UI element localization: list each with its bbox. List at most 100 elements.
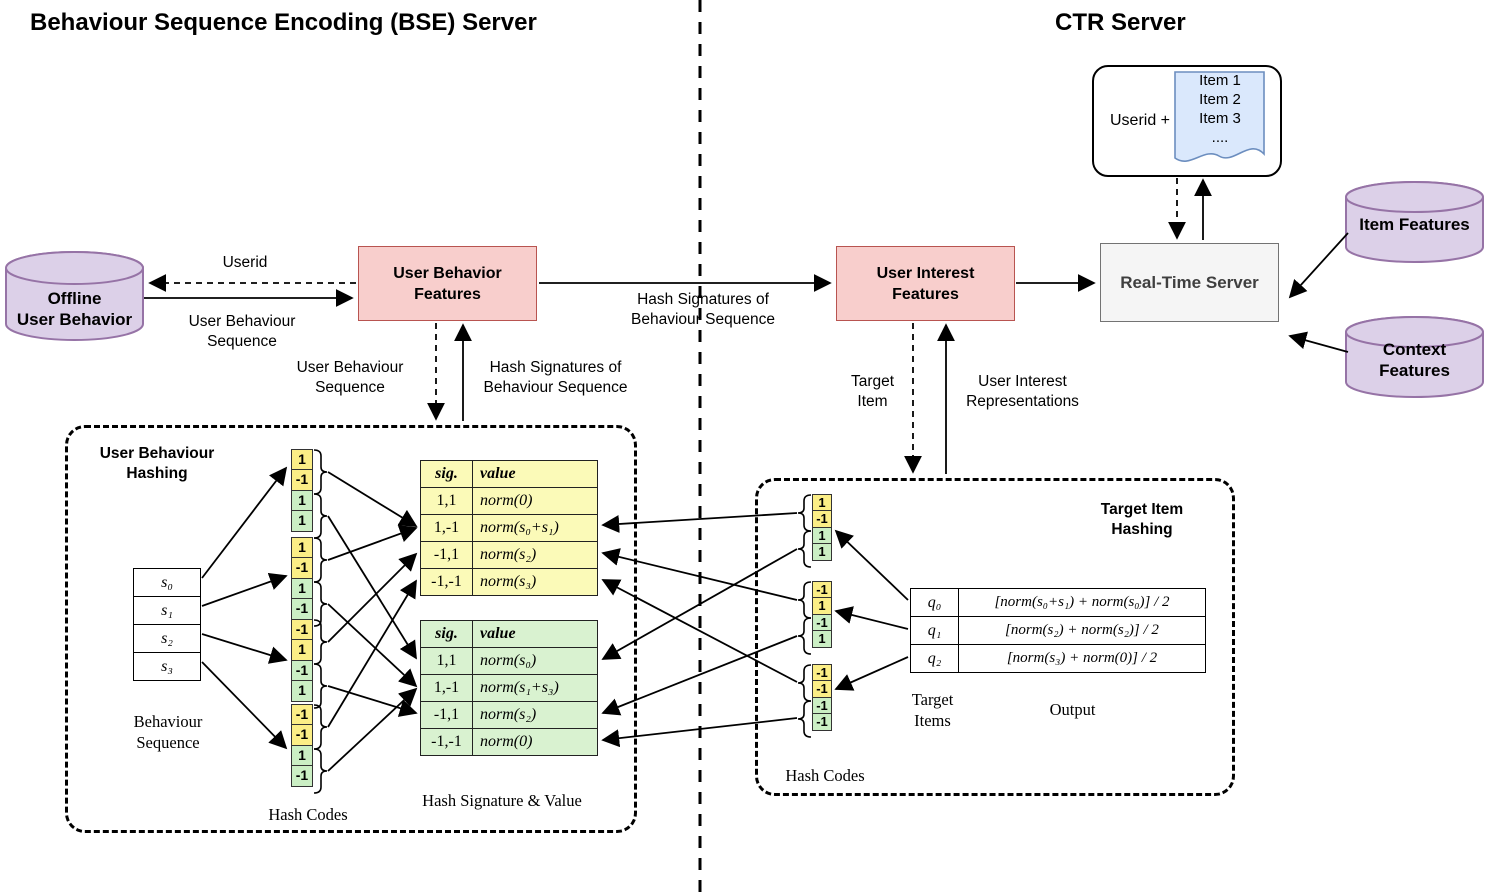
real-time-server-box: Real-Time Server: [1100, 243, 1279, 322]
context-features-label: Context Features: [1379, 340, 1450, 380]
table-row: s₀: [133, 568, 201, 597]
column-header: sig.: [420, 460, 473, 488]
hash-cell: -1: [291, 618, 313, 641]
target-items-label: Target Items: [911, 690, 954, 730]
hash-cell: -1: [291, 703, 313, 726]
user-behaviour-hashing-title: User Behaviour Hashing: [99, 445, 215, 482]
hash-cell: 1: [291, 448, 313, 471]
behaviour-sequence-label: Behaviour Sequence: [133, 712, 203, 752]
q-cell: q₂: [910, 644, 959, 673]
hash-cell: 1: [812, 630, 832, 649]
edge-label-hash-signatures-up: Hash Signatures of Behaviour Sequence: [483, 359, 628, 396]
value-cell: norm(s₂): [472, 701, 598, 729]
database-cylinder-icon: [1345, 181, 1484, 263]
page-title-ctr: CTR Server: [1055, 9, 1186, 36]
signature-table-green: sig. value 1,1 norm(s₀) 1,-1 norm(s₁+s₃)…: [420, 620, 598, 756]
table-row: -1,-1 norm(0): [420, 728, 598, 756]
q-formula-cell: [norm(s₀+s₁) + norm(s₀)] / 2: [958, 588, 1206, 617]
context-features-db: Context Features: [1345, 315, 1484, 399]
hash-signature-value-label: Hash Signature & Value: [422, 791, 582, 810]
value-cell: norm(0): [472, 487, 598, 515]
hash-cell: -1: [812, 680, 832, 699]
document-item: ....: [1211, 129, 1229, 146]
edge-label-user-behaviour-sequence: User Behaviour Sequence: [188, 313, 296, 350]
sig-cell: -1,-1: [420, 728, 473, 756]
table-row: s₁: [133, 596, 201, 625]
value-cell: norm(s₁+s₃): [472, 674, 598, 702]
hash-cell: 1: [291, 489, 313, 512]
target-item-hashing-title: Target Item Hashing: [1100, 501, 1184, 538]
item-features-db: Item Features: [1345, 180, 1484, 264]
hash-cell: -1: [812, 510, 832, 529]
hash-code-group: 1 -1 1 -1: [291, 536, 313, 621]
document-item-list: Item 1 Item 2 Item 3 ....: [1176, 71, 1264, 147]
document-icon: [1174, 71, 1265, 162]
hash-cell: 1: [291, 639, 313, 662]
table-row: 1,1 norm(0): [420, 487, 598, 515]
table-row: 1,-1 norm(s₁+s₃): [420, 674, 598, 702]
hash-cell: 1: [812, 597, 832, 616]
edge-label-userid: Userid: [222, 254, 268, 271]
offline-db-label: Offline User Behavior: [16, 289, 133, 329]
table-row: sig. value: [420, 620, 598, 648]
edge-label-hash-signatures-to-ctr: Hash Signatures of Behaviour Sequence: [631, 291, 775, 328]
hash-cell: 1: [812, 543, 832, 562]
user-behavior-features-box: User Behavior Features: [358, 246, 537, 321]
hash-code-group: -1 -1 -1 -1: [812, 663, 832, 732]
arrow-line: [1288, 232, 1349, 299]
sig-cell: 1,-1: [420, 674, 473, 702]
sequence-cell: s₃: [133, 652, 201, 681]
hash-cell: -1: [291, 724, 313, 747]
output-label: Output: [1049, 700, 1096, 719]
hash-codes-label-bse: Hash Codes: [268, 805, 348, 824]
table-row: 1,1 norm(s₀): [420, 647, 598, 675]
hash-code-group: 1 -1 1 1: [291, 448, 313, 533]
document-item: Item 3: [1199, 110, 1241, 127]
hash-cell: 1: [291, 744, 313, 767]
hash-cell: -1: [812, 580, 832, 599]
table-row: sig. value: [420, 460, 598, 488]
document-item: Item 2: [1199, 91, 1241, 108]
userid-prefix-label: Userid +: [1109, 112, 1171, 129]
behaviour-sequence-table: s₀ s₁ s₂ s₃: [133, 568, 201, 681]
hash-cell: 1: [291, 577, 313, 600]
value-cell: norm(s₀): [472, 647, 598, 675]
table-row: q₀ [norm(s₀+s₁) + norm(s₀)] / 2: [910, 588, 1206, 617]
database-cylinder-icon: [5, 251, 144, 341]
sig-cell: 1,-1: [420, 514, 473, 542]
table-row: s₂: [133, 624, 201, 653]
hash-code-group: -1 -1 1 -1: [291, 703, 313, 788]
q-formula-cell: [norm(s₃) + norm(0)] / 2: [958, 644, 1206, 673]
edge-label-user-interest-representations: User Interest Representations: [966, 373, 1079, 410]
hash-cell: 1: [812, 526, 832, 545]
hash-cell: 1: [291, 510, 313, 533]
edge-label-user-behaviour-sequence-down: User Behaviour Sequence: [296, 359, 404, 396]
sequence-cell: s₂: [133, 624, 201, 653]
arrow-line: [1288, 331, 1349, 353]
hash-code-group: -1 1 -1 1: [812, 580, 832, 649]
sig-cell: -1,1: [420, 701, 473, 729]
database-cylinder-icon: [1345, 316, 1484, 398]
sequence-cell: s₀: [133, 568, 201, 597]
offline-user-behavior-db: Offline User Behavior: [5, 250, 144, 342]
signature-table-yellow: sig. value 1,1 norm(0) 1,-1 norm(s₀+s₁) …: [420, 460, 598, 596]
hash-cell: -1: [291, 557, 313, 580]
column-header: value: [472, 460, 598, 488]
user-interest-features-box: User Interest Features: [836, 246, 1015, 321]
hash-cell: -1: [291, 765, 313, 788]
userid-items-card: Userid + Item 1 Item 2 Item 3 ....: [1092, 65, 1282, 177]
column-header: value: [472, 620, 598, 648]
table-row: s₃: [133, 652, 201, 681]
hash-codes-label-ctr: Hash Codes: [785, 766, 865, 785]
sig-cell: 1,1: [420, 647, 473, 675]
table-row: -1,1 norm(s₂): [420, 541, 598, 569]
hash-cell: 1: [291, 680, 313, 703]
table-row: -1,-1 norm(s₃): [420, 568, 598, 596]
table-row: -1,1 norm(s₂): [420, 701, 598, 729]
value-cell: norm(0): [472, 728, 598, 756]
hash-cell: -1: [812, 713, 832, 732]
column-header: sig.: [420, 620, 473, 648]
hash-cell: -1: [812, 663, 832, 682]
item-features-label: Item Features: [1359, 215, 1470, 234]
